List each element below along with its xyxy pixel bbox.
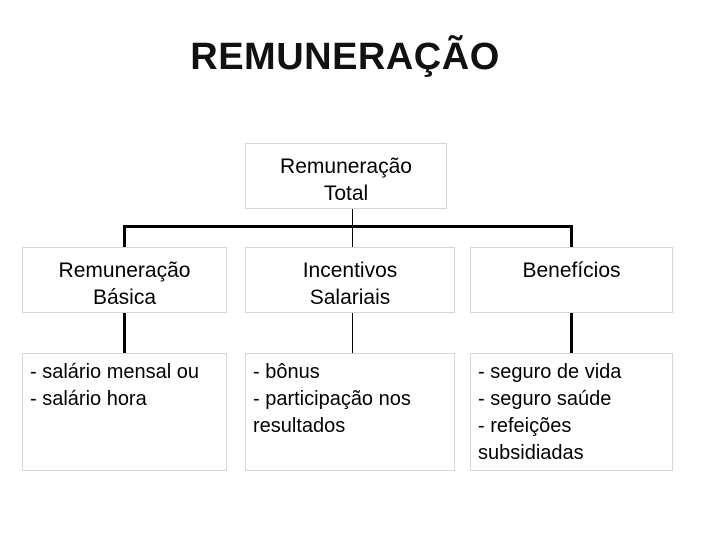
connector-horizontal-bar bbox=[123, 225, 573, 228]
connector-left-elbow-stub bbox=[123, 225, 126, 247]
details-remuneracao-basica: - salário mensal ou - salário hora bbox=[22, 353, 227, 471]
connector-root-vertical-line bbox=[352, 209, 353, 247]
node-remuneracao-total: Remuneração Total bbox=[245, 143, 447, 209]
details-beneficios: - seguro de vida - seguro saúde - refeiç… bbox=[470, 353, 673, 471]
connector-right-detail-line bbox=[570, 313, 573, 353]
node-incentivos-salariais: Incentivos Salariais bbox=[245, 247, 455, 313]
connector-right-elbow-stub bbox=[570, 225, 573, 247]
page-title: REMUNERAÇÃO bbox=[190, 36, 500, 78]
details-incentivos-salariais: - bônus - participação nos resultados bbox=[245, 353, 455, 471]
connector-middle-detail-line bbox=[352, 313, 353, 353]
node-remuneracao-basica: Remuneração Básica bbox=[22, 247, 227, 313]
node-beneficios: Benefícios bbox=[470, 247, 673, 313]
connector-left-detail-line bbox=[123, 313, 126, 353]
